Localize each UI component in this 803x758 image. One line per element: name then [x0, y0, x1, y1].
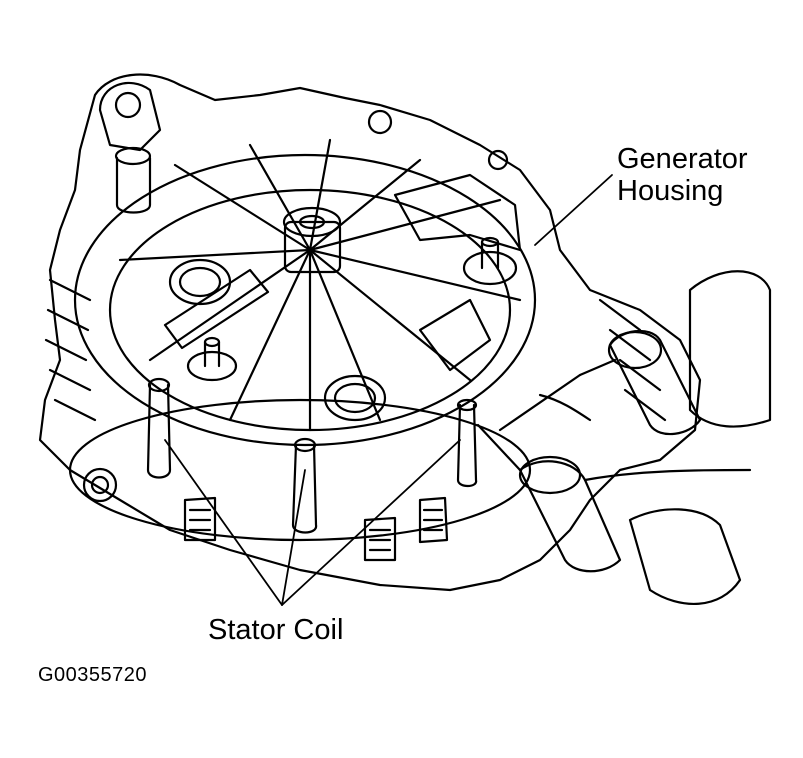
right-port [323, 374, 387, 422]
test-probe-lower [476, 423, 752, 573]
ear-bolt-hole [114, 91, 142, 119]
stator-leads [146, 377, 478, 534]
left-terminal-bolt [115, 156, 152, 214]
rear-cover [73, 153, 537, 447]
generator-label-line1: Generator [617, 143, 748, 175]
brush-holder [163, 268, 270, 350]
mounting-ear [98, 81, 162, 152]
bearing-boss [283, 220, 342, 274]
stator-coil-leaders [164, 439, 461, 606]
test-probe-upper [498, 329, 702, 436]
generator-housing-leader [534, 174, 613, 246]
terminal-studs [186, 236, 518, 382]
generator-housing-outline [38, 73, 702, 592]
generator-label-line2: Housing [617, 175, 724, 207]
generator-housing-label: Generator Housing [617, 143, 748, 207]
figure-id: G00355720 [38, 664, 148, 686]
stator-windings [183, 496, 449, 562]
hand [688, 270, 772, 428]
top-right-hole [367, 109, 393, 135]
lower-bolt [82, 467, 118, 503]
stator-coil-label: Stator Coil [208, 614, 344, 646]
cooling-fins [44, 278, 667, 422]
nut [487, 149, 509, 171]
